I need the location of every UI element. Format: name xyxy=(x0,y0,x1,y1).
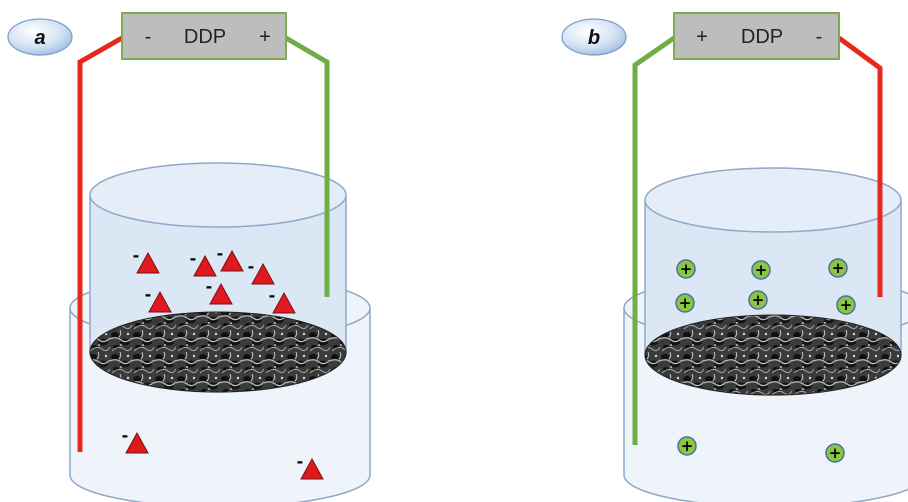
cation-charge: + xyxy=(679,294,692,312)
panel-label-badge: b xyxy=(561,18,627,56)
cation-charge: + xyxy=(680,260,693,278)
panel-b: + DDP - b + + + + + + + + xyxy=(561,12,908,502)
cation-circle: + xyxy=(825,443,845,463)
anion-triangle: - xyxy=(269,286,296,314)
anion-charge: - xyxy=(206,277,213,296)
anion-triangle: - xyxy=(217,244,244,272)
porous-membrane xyxy=(89,311,347,393)
anion-charge: - xyxy=(190,249,197,268)
cation-charge: + xyxy=(681,437,694,455)
cation-circle: + xyxy=(836,295,856,315)
cation-circle: + xyxy=(677,436,697,456)
anion-triangle: - xyxy=(145,285,172,313)
anion-triangle: - xyxy=(206,277,233,305)
anion-triangle: - xyxy=(248,257,275,285)
anion-triangle: - xyxy=(122,426,149,454)
cation-circle: + xyxy=(751,260,771,280)
voltage-source: + DDP - xyxy=(673,12,840,60)
cation-charge: + xyxy=(752,291,765,309)
anion-charge: - xyxy=(217,244,224,263)
anion-charge: - xyxy=(269,286,276,305)
left-wire xyxy=(632,35,676,445)
voltage-source: - DDP + xyxy=(121,12,287,60)
anion-charge: - xyxy=(145,285,152,304)
porous-membrane xyxy=(644,314,902,396)
source-label: DDP xyxy=(741,26,783,48)
cation-circle: + xyxy=(828,258,848,278)
right-wire xyxy=(837,35,883,297)
left-wire xyxy=(77,35,124,452)
anion-triangle: - xyxy=(297,452,324,480)
panel-a: - DDP + a --------- xyxy=(7,12,371,502)
cation-charge: + xyxy=(832,259,845,277)
source-label: DDP xyxy=(184,26,226,48)
source-right-sign: + xyxy=(259,26,271,48)
cation-charge: + xyxy=(840,296,853,314)
cation-group: + + + + + + + + xyxy=(675,258,856,463)
cation-charge: + xyxy=(829,444,842,462)
source-right-sign: - xyxy=(816,26,823,48)
anion-triangle: - xyxy=(190,249,217,277)
anion-charge: - xyxy=(248,257,255,276)
cation-charge: + xyxy=(755,261,768,279)
panel-label-badge: a xyxy=(7,18,73,56)
panel-label: a xyxy=(34,27,45,49)
cation-circle: + xyxy=(748,290,768,310)
anion-charge: - xyxy=(133,246,140,265)
source-left-sign: + xyxy=(696,26,708,48)
anion-triangle: - xyxy=(133,246,160,274)
anion-charge: - xyxy=(297,452,304,471)
anion-charge: - xyxy=(122,426,129,445)
source-left-sign: - xyxy=(145,26,152,48)
right-wire xyxy=(284,35,330,297)
cation-circle: + xyxy=(676,259,696,279)
panel-label: b xyxy=(588,27,600,49)
cation-circle: + xyxy=(675,293,695,313)
anion-group: --------- xyxy=(122,244,324,480)
